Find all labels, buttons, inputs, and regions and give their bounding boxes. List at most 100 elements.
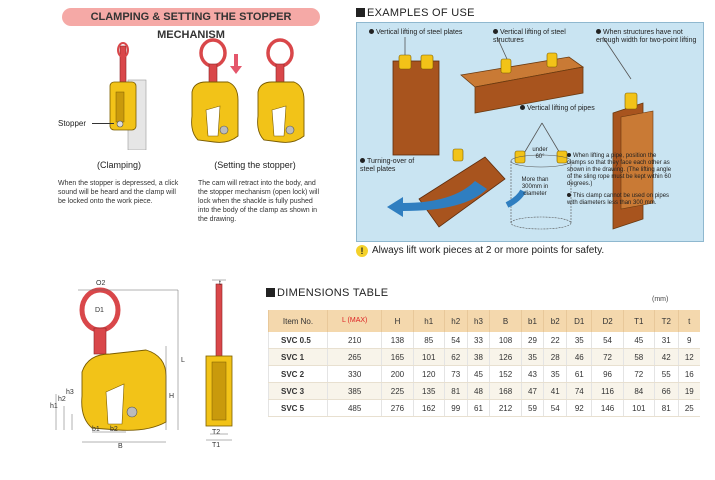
table-cell: 135 [412,382,445,400]
col-header: Item No. [268,310,328,332]
dimensions-table: Item No. L (MAX) H h1 h2 h3 B b1 b2 D1 D… [268,310,700,417]
col-header: L (MAX) [326,310,382,332]
table-cell: 66 [653,382,679,400]
table-cell: 210 [326,332,382,349]
table-cell: 276 [381,399,414,417]
col-header: h3 [466,310,490,332]
table-cell: 330 [326,365,382,383]
dimension-drawing [55,279,233,443]
clamp-jaw-gap [205,105,221,137]
label-h3: h3 [66,389,74,396]
table-cell: 41 [543,382,567,400]
table-cell: 92 [566,399,592,417]
col-header: B [489,310,522,332]
table-cell: 42 [653,348,679,366]
label-b2: b2 [110,426,118,433]
table-cell: 12 [677,348,700,366]
table-cell: SVC 2 [268,365,328,383]
label-vertical-pipes: Vertical lifting of pipes [520,105,600,113]
warning-icon: ! [356,245,368,257]
table-cell: 31 [653,332,679,349]
table-row: SVC 0.5 210 138 85 54 33 108 29 22 35 54… [268,332,700,349]
bolt [116,120,124,128]
pipe-note-1: When lifting a pipe, position the clamps… [567,153,672,187]
stopper-leader-line [92,123,114,124]
clamping-illustration [109,42,147,150]
table-cell: 45 [466,365,490,383]
table-cell: 47 [520,382,544,400]
label-h1: h1 [50,403,58,410]
table-cell: 212 [489,399,522,417]
table-cell: SVC 0.5 [268,332,328,349]
table-cell: 59 [520,399,544,417]
table-cell: 61 [466,399,490,417]
table-cell: 54 [543,399,567,417]
setting-illustration [191,38,305,143]
heading-square-icon [266,288,275,297]
clamp-jaw [115,91,125,123]
unit-label: (mm) [652,296,669,303]
stopper-label: Stopper [58,119,87,128]
safety-warning: !Always lift work pieces at 2 or more po… [356,245,604,257]
col-header: b1 [520,310,544,332]
label-not-enough-width: When structures have not enough width fo… [596,29,697,44]
shackle [93,327,107,355]
table-cell: 43 [520,365,544,383]
diameter-label: More than 300mm in diameter [521,177,549,197]
shackle-ring [117,42,129,58]
heading-square-icon [356,8,365,17]
examples-heading: EXAMPLES OF USE [356,7,475,19]
table-cell: 16 [677,365,700,383]
table-cell: 29 [520,332,544,349]
clamping-heading: CLAMPING & SETTING THE STOPPER MECHANISM [62,8,320,41]
table-cell: 72 [591,348,624,366]
clamp-jaw-gap [271,105,287,137]
label-b: B [118,443,123,450]
label-h: H [169,393,175,400]
table-cell: 485 [326,399,382,417]
clamp-jaw-gap [105,383,125,425]
col-header: b2 [543,310,567,332]
clamp [398,54,412,70]
table-cell: 126 [489,348,522,366]
clamp [624,92,638,110]
label-b1: b1 [92,426,100,433]
table-cell: 74 [566,382,592,400]
table-row: SVC 1 265 165 101 62 38 126 35 28 46 72 … [268,348,700,366]
table-cell: 225 [381,382,414,400]
steel-plate [392,60,440,156]
table-cell: 62 [443,348,468,366]
label-l: L [181,357,185,364]
clamp [500,58,512,74]
table-cell: 38 [466,348,490,366]
clamp [452,148,464,162]
shackle-side [215,283,223,365]
table-cell: 101 [412,348,445,366]
table-cell: 19 [677,382,700,400]
push-down-arrow-icon [230,54,242,74]
table-cell: 120 [412,365,445,383]
table-cell: 55 [653,365,679,383]
col-header: T2 [653,310,679,332]
col-header: D1 [566,310,592,332]
label-vertical-structures: Vertical lifting of steel structures [493,29,566,44]
pipe-note-2: This clamp cannot be used on pipes with … [567,193,670,206]
table-cell: 168 [489,382,522,400]
label-t: t [219,280,221,287]
table-cell: 146 [591,399,624,417]
dimensions-heading: DIMENSIONS TABLE [266,287,388,299]
table-cell: 45 [622,332,655,349]
shackle-ring [199,38,227,68]
label-t1: T1 [212,442,221,449]
table-cell: SVC 1 [268,348,328,366]
table-cell: 116 [591,382,624,400]
clamp [546,52,558,68]
table-cell: SVC 5 [268,399,328,417]
setting-description: The cam will retract into the body, and … [198,180,319,223]
shackle [119,45,127,83]
col-header: D2 [591,310,624,332]
table-cell: 35 [566,332,592,349]
clamping-description: When the stopper is depressed, a click s… [58,180,179,205]
table-cell: 85 [412,332,445,349]
table-row: SVC 3 385 225 135 81 48 168 47 41 74 116… [268,382,700,400]
